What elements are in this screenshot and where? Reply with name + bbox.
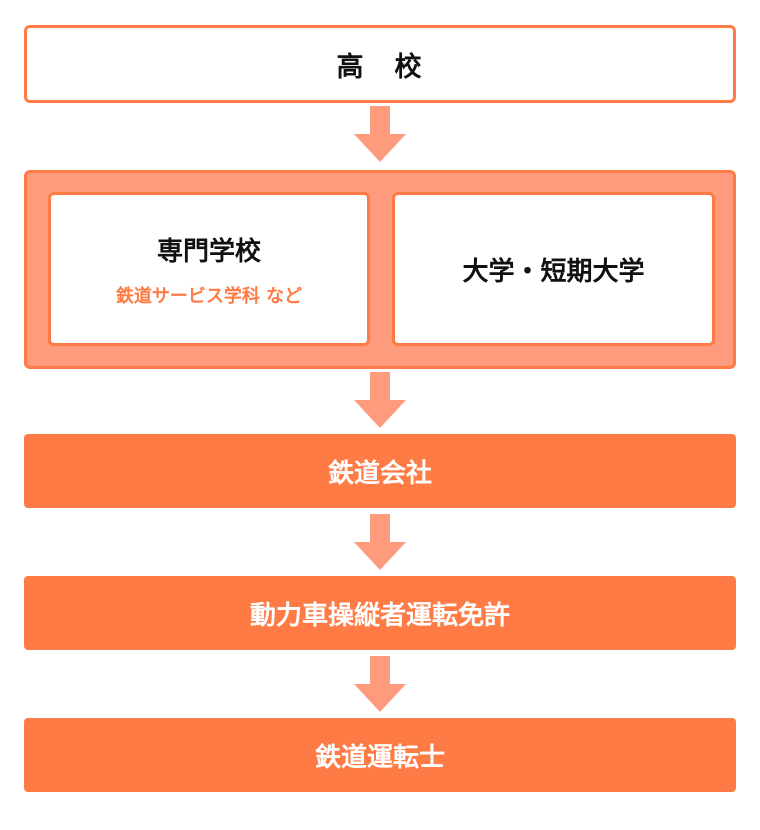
node-railway-company-label: 鉄道会社 (327, 458, 432, 489)
node-driver-license-label: 動力車操縦者運転免許 (249, 600, 510, 631)
arrow-down-icon (354, 656, 406, 712)
education-group: 専門学校 鉄道サービス学科 など 大学・短期大学 (24, 170, 736, 369)
node-high-school: 高 校 (24, 25, 736, 103)
node-vocational-school-note: 鉄道サービス学科 など (115, 285, 303, 307)
node-railway-driver-label: 鉄道運転士 (314, 742, 445, 773)
node-high-school-label: 高 校 (336, 51, 424, 83)
arrow-down-icon (354, 106, 406, 162)
node-driver-license: 動力車操縦者運転免許 (24, 576, 736, 650)
arrow-down-icon (354, 514, 406, 570)
node-vocational-school-label: 専門学校 (156, 236, 261, 267)
node-university-label: 大学・短期大学 (462, 256, 645, 287)
node-railway-driver: 鉄道運転士 (24, 718, 736, 792)
node-railway-company: 鉄道会社 (24, 434, 736, 508)
node-university: 大学・短期大学 (392, 192, 715, 346)
node-vocational-school: 専門学校 鉄道サービス学科 など (48, 192, 370, 346)
arrow-down-icon (354, 372, 406, 428)
